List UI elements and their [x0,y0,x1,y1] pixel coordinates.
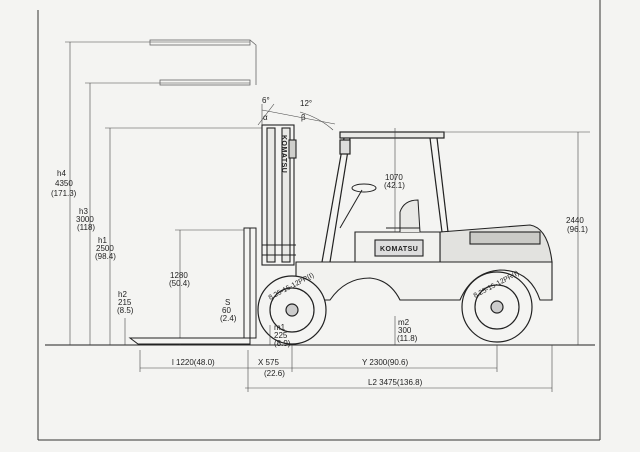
length-labels: l 1220(48.0) X 575 (22.6) Y 2300(90.6) L… [172,358,423,387]
h3-metric: 3000 [76,215,94,224]
h3-imperial: (118) [77,223,95,232]
h4-metric: 4350 [55,179,73,188]
guard-height-metric: 1070 [385,173,403,182]
m2-name: m2 [398,318,410,327]
h2-name: h2 [118,290,127,299]
x-imperial: (22.6) [264,369,285,378]
fork-height-imperial: (50.4) [169,279,190,288]
height-labels: h4 4350 (171.3) h3 3000 (118) h1 2500 (9… [51,96,588,348]
s-metric: 60 [222,306,231,315]
body-brand-text: KOMATSU [380,246,418,253]
fork-height-metric: 1280 [170,271,188,280]
h1-metric: 2500 [96,244,114,253]
overall-height-imperial: (96.1) [567,225,588,234]
l-label: l 1220(48.0) [172,358,215,367]
x-label: X 575 [258,358,279,367]
m2-imperial: (11.8) [397,334,418,343]
tilt-fwd-value: 6° [262,96,270,105]
tilt-fwd-symbol: α [263,113,268,122]
forks [128,337,251,345]
overall-height-metric: 2440 [566,216,584,225]
front-wheel [257,275,327,345]
mast [261,124,297,266]
horizontal-dim-lines [139,345,553,392]
fork-carriage [243,227,257,339]
height-guides [65,41,268,345]
steering-and-seat [339,183,421,233]
s-imperial: (2.4) [220,314,237,323]
h2-metric: 215 [118,298,132,307]
h4-imperial: (171.3) [51,189,77,198]
raised-fork-outline [149,39,257,86]
y-label: Y 2300(90.6) [362,358,408,367]
h4-name: h4 [57,169,66,178]
s-name: S [225,298,230,307]
m1-metric: 225 [274,331,288,340]
guard-height-imperial: (42.1) [384,181,405,190]
truck-body [295,224,553,301]
overhead-guard [321,131,449,263]
h1-imperial: (98.4) [95,252,116,261]
m1-name: m1 [274,323,286,332]
m1-imperial: (8.9) [274,339,291,348]
l2-label: L2 3475(136.8) [368,378,423,387]
h1-name: h1 [98,236,107,245]
tilt-angle-lines [257,103,336,131]
mast-brand-text: KOMATSU [280,135,287,173]
h3-name: h3 [79,207,88,216]
h2-imperial: (8.5) [117,306,134,315]
rear-wheel [461,271,533,343]
tilt-back-value: 12° [300,99,312,108]
tilt-back-symbol: β [301,113,306,122]
right-height-guides [269,128,590,345]
m2-metric: 300 [398,326,412,335]
